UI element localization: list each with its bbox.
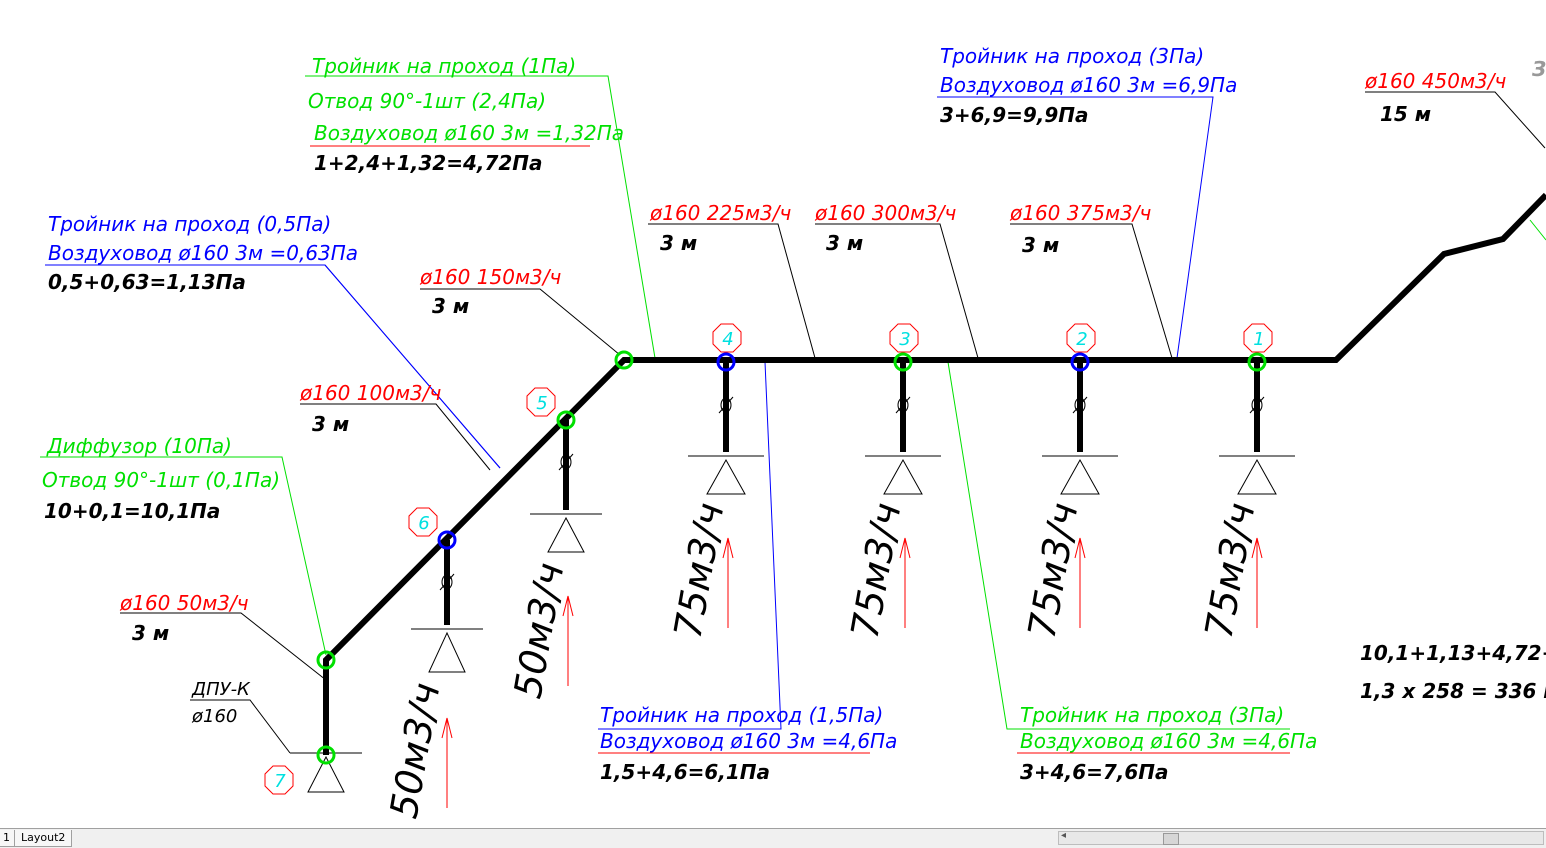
tab-layout2-label: Layout2 [21, 831, 66, 844]
branch-flow-3: 75м3/ч [843, 500, 910, 642]
layout-tab-bar: 1 Layout2 ◂ [0, 828, 1546, 848]
device-name: ДПУ-К [191, 679, 251, 700]
main-duct [323, 192, 1546, 755]
branch-flow-7: 50м3/ч [382, 680, 449, 822]
label-t1-sum: 1+2,4+1,32=4,72Па [314, 151, 543, 175]
section-length-6: 3 м [1022, 233, 1059, 257]
scrollbar-thumb[interactable] [1163, 833, 1179, 845]
branch-flow-6: 50м3/ч [506, 560, 573, 702]
total-result-line: 1,3 x 258 = 336 Па [1360, 679, 1546, 703]
label-t1-duct: Воздуховод ø160 3м =1,32Па [314, 121, 624, 145]
label-t6-tee: Тройник на проход (3Па) [1020, 703, 1284, 727]
total-sum-line: 10,1+1,13+4,72+6,1+ [1360, 641, 1546, 665]
section-length-7: 15 м [1380, 102, 1431, 126]
flow-arrows [441, 537, 1263, 808]
node-label-5: 5 [536, 393, 547, 414]
label-t2-sum: 3+6,9=9,9Па [940, 103, 1089, 127]
tab-layout1-label: 1 [3, 831, 10, 844]
node-label-3: 3 [899, 329, 910, 350]
label-t3-duct: Воздуховод ø160 3м =0,63Па [48, 241, 358, 265]
section-flow-7: ø160 450м3/ч [1364, 69, 1506, 93]
section-flow-4: ø160 225м3/ч [649, 201, 791, 225]
branch-flow-4: 75м3/ч [666, 500, 733, 642]
leader-line [300, 403, 491, 471]
node-circles [316, 350, 1267, 765]
leader-line [324, 264, 501, 469]
leader-line-t4 [40, 456, 327, 656]
node-label-7: 7 [274, 771, 286, 792]
label-t1-tee: Тройник на проход (1Па) [312, 54, 576, 78]
leader-line-t6 [947, 361, 1290, 730]
section-flow-3: ø160 150м3/ч [419, 265, 561, 289]
leader-line [648, 223, 816, 359]
node-markers [264, 323, 1273, 795]
section-length-2: 3 м [312, 412, 349, 436]
label-t3-tee: Тройник на проход (0,5Па) [48, 212, 331, 236]
leader-line [1365, 91, 1546, 149]
leader-line [190, 699, 291, 754]
leader-line [1529, 219, 1546, 241]
label-t5-sum: 1,5+4,6=6,1Па [600, 760, 770, 784]
section-flow-2: ø160 100м3/ч [299, 381, 441, 405]
label-t3-sum: 0,5+0,63=1,13Па [48, 270, 246, 294]
label-t2-duct: Воздуховод ø160 3м =6,9Па [940, 73, 1237, 97]
leader-line [815, 223, 979, 359]
section-flow-1: ø160 50м3/ч [119, 591, 249, 615]
horizontal-scrollbar[interactable]: ◂ [1058, 830, 1544, 845]
node-label-4: 4 [722, 329, 733, 350]
section-length-5: 3 м [826, 231, 863, 255]
section-length-4: 3 м [660, 231, 697, 255]
label-t6-sum: 3+4,6=7,6Па [1020, 760, 1169, 784]
label-t5-tee: Тройник на проход (1,5Па) [600, 703, 883, 727]
leader-line-t1 [305, 75, 656, 359]
node-label-6: 6 [418, 513, 429, 534]
leader-line [420, 288, 621, 356]
label-t4-sum: 10+0,1=10,1Па [44, 499, 220, 523]
branch-flow-2: 75м3/ч [1020, 500, 1087, 642]
section-length-3: 3 м [432, 294, 469, 318]
node-label-1: 1 [1253, 329, 1264, 350]
leader-line-t2 [937, 96, 1214, 359]
label-t6-duct: Воздуховод ø160 3м =4,6Па [1020, 729, 1317, 753]
device-size: ø160 [191, 706, 237, 727]
drawing-canvas: 1 2 3 4 5 6 7 Тройник на проход (1Па) От… [40, 44, 1546, 822]
label-t5-duct: Воздуховод ø160 3м =4,6Па [600, 729, 897, 753]
leader-line-t5 [598, 361, 782, 730]
tab-layout2[interactable]: Layout2 [14, 830, 73, 847]
edge-text: З [1531, 57, 1546, 81]
leader-line [1010, 223, 1173, 359]
label-t1-elbow: Отвод 90°-1шт (2,4Па) [308, 89, 546, 113]
scroll-left-icon[interactable]: ◂ [1061, 830, 1067, 841]
section-flow-6: ø160 375м3/ч [1009, 201, 1151, 225]
leader-line [120, 612, 327, 681]
branch-flow-1: 75м3/ч [1197, 500, 1264, 642]
label-t4-elbow: Отвод 90°-1шт (0,1Па) [42, 468, 280, 492]
branches [290, 362, 1295, 793]
label-t2-tee: Тройник на проход (3Па) [940, 44, 1204, 68]
label-t4-diffuser: Диффузор (10Па) [46, 434, 232, 458]
section-flow-5: ø160 300м3/ч [814, 201, 956, 225]
node-label-2: 2 [1076, 329, 1087, 350]
section-length-1: 3 м [132, 621, 169, 645]
